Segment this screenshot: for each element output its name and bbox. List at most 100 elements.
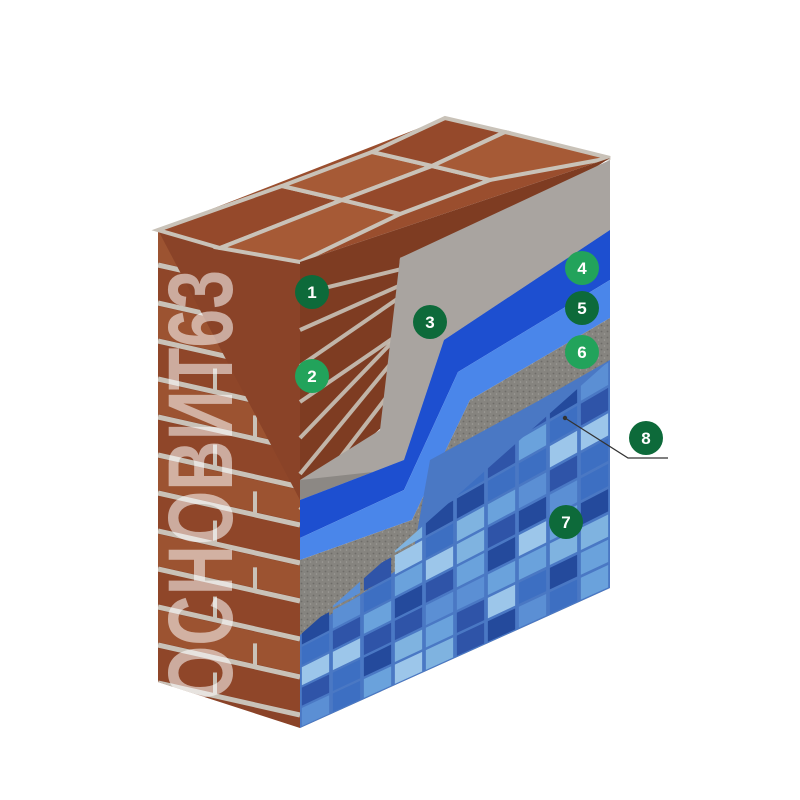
mosaic-tile bbox=[456, 553, 485, 588]
plaster-layer bbox=[300, 160, 610, 500]
mortar-joint bbox=[158, 642, 300, 680]
mosaic-tile bbox=[332, 616, 361, 650]
mosaic-tile bbox=[580, 463, 609, 501]
mortar-joint bbox=[298, 332, 402, 440]
mosaic-tile bbox=[549, 455, 578, 492]
layer-marker-6: 6 bbox=[565, 335, 599, 369]
mosaic-tile bbox=[332, 638, 361, 671]
mosaic-tile bbox=[363, 557, 392, 592]
mosaic-tile bbox=[487, 441, 516, 479]
mosaic-tile bbox=[580, 489, 609, 526]
mortar-joint bbox=[158, 566, 300, 604]
mosaic-tile bbox=[425, 568, 454, 603]
marker-circle bbox=[549, 505, 583, 539]
mosaic-tile bbox=[549, 529, 578, 565]
mortar-joint bbox=[158, 452, 300, 490]
mosaic-tile bbox=[549, 480, 578, 517]
marker-label: 6 bbox=[577, 343, 586, 362]
brick-course bbox=[158, 572, 300, 636]
marker-label: 1 bbox=[307, 283, 316, 302]
mosaic-tile bbox=[456, 622, 485, 656]
layer-marker-4: 4 bbox=[565, 251, 599, 285]
marker-label: 2 bbox=[307, 367, 316, 386]
mosaic-tile bbox=[487, 465, 516, 502]
mosaic-tile bbox=[363, 579, 392, 613]
layer-marker-5: 5 bbox=[565, 291, 599, 325]
mosaic-tile bbox=[425, 614, 454, 648]
waterproof-layer-inner bbox=[300, 280, 610, 560]
mosaic-tile bbox=[363, 600, 392, 634]
leader-line-8 bbox=[564, 417, 668, 459]
brick-course bbox=[158, 610, 300, 674]
mosaic-tile bbox=[487, 537, 516, 572]
mosaic-tile bbox=[456, 483, 485, 519]
mosaic-tile bbox=[394, 540, 423, 575]
mosaic-tile bbox=[518, 423, 547, 461]
brick-course bbox=[158, 458, 300, 522]
mosaic-tile bbox=[301, 632, 330, 665]
mosaic-tile bbox=[332, 659, 361, 692]
mosaic-tile bbox=[456, 529, 485, 565]
mosaic-tile bbox=[580, 514, 609, 550]
mosaic-tile bbox=[580, 362, 609, 401]
mosaic-tile bbox=[487, 584, 516, 619]
mosaic-tile bbox=[301, 653, 330, 686]
brick-top-face bbox=[151, 115, 611, 265]
marker-label: 5 bbox=[577, 299, 586, 318]
leader-dot-8 bbox=[562, 415, 568, 421]
mosaic-tile bbox=[332, 595, 361, 629]
mosaic-tile bbox=[456, 599, 485, 633]
brick-course bbox=[158, 534, 300, 598]
layer-marker-7: 7 bbox=[549, 505, 583, 539]
brick-front-face bbox=[158, 230, 300, 728]
mosaic-tile bbox=[580, 565, 609, 600]
layer-marker-1: 1 bbox=[295, 275, 329, 309]
mosaic-tile bbox=[394, 562, 423, 597]
mosaic-tile bbox=[425, 637, 454, 670]
mosaic-tile bbox=[518, 545, 547, 581]
mosaic-tile bbox=[518, 448, 547, 485]
marker-label: 8 bbox=[641, 429, 650, 448]
brick-course bbox=[158, 648, 300, 712]
mosaic-tile bbox=[425, 500, 454, 536]
mosaic-tile bbox=[394, 629, 423, 662]
mosaic-tile bbox=[301, 695, 330, 726]
mosaic-tile bbox=[363, 622, 392, 656]
mosaic-tile bbox=[394, 607, 423, 641]
marker-circle bbox=[629, 421, 663, 455]
mosaic-tile bbox=[363, 644, 392, 677]
mortar-joint bbox=[298, 360, 394, 476]
mosaic-tile bbox=[518, 569, 547, 604]
mosaic-tile bbox=[518, 521, 547, 557]
mosaic-tile bbox=[301, 612, 330, 645]
mortar-joint bbox=[158, 528, 300, 566]
marker-circle bbox=[565, 291, 599, 325]
mosaic-tile bbox=[394, 584, 423, 619]
mosaic-tile bbox=[487, 489, 516, 525]
marker-circle bbox=[295, 359, 329, 393]
mosaic-tile bbox=[363, 666, 392, 698]
mosaic-tile bbox=[580, 438, 609, 476]
mosaic-tile bbox=[425, 546, 454, 581]
layer-marker-3: 3 bbox=[413, 305, 447, 339]
mortar-joint bbox=[158, 490, 300, 528]
mosaic-tile bbox=[425, 523, 454, 559]
watermark-text: ОСНОВИТ63 bbox=[150, 270, 252, 700]
mosaic-tile bbox=[487, 513, 516, 549]
brick-course bbox=[158, 496, 300, 560]
marker-circle bbox=[413, 305, 447, 339]
mosaic-tile bbox=[549, 554, 578, 590]
mosaic-tile bbox=[549, 430, 578, 468]
marker-label: 3 bbox=[425, 313, 434, 332]
mosaic-tile bbox=[394, 651, 423, 684]
mosaic-tile bbox=[456, 576, 485, 611]
mosaic-tile bbox=[549, 405, 578, 444]
mosaic-tile bbox=[456, 506, 485, 542]
mosaic-tile bbox=[518, 472, 547, 509]
mosaic-tile bbox=[580, 413, 609, 451]
marker-circle bbox=[565, 251, 599, 285]
mosaic-tile bbox=[580, 539, 609, 575]
mosaic-tile bbox=[425, 591, 454, 626]
mosaic-tile bbox=[549, 579, 578, 614]
